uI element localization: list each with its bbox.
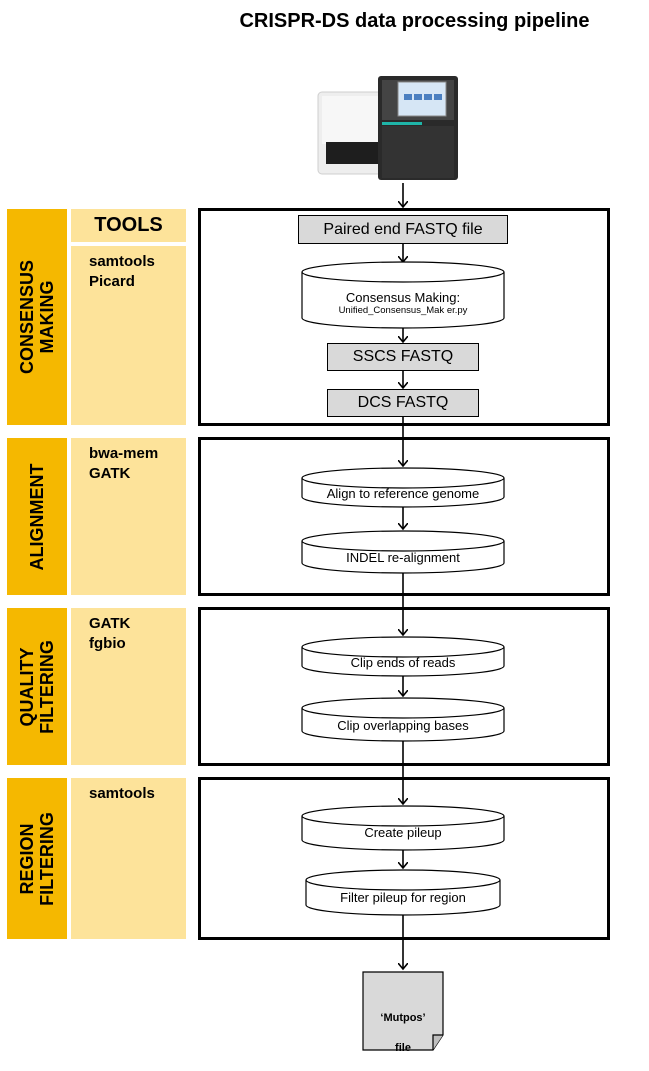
tools-list: GATK fgbio	[89, 615, 131, 652]
tools-header: TOOLS	[71, 209, 186, 242]
stage-region-filtering: REGION FILTERING	[7, 778, 67, 939]
cylinder-align	[301, 467, 505, 508]
output-line-2: file	[395, 1042, 411, 1054]
step-indel-realignment: INDEL re-alignment	[346, 549, 460, 565]
sequencer-image	[316, 70, 460, 185]
stage-tools-quality: GATK fgbio	[71, 608, 186, 765]
step-paired-end-fastq: Paired end FASTQ file	[298, 215, 508, 244]
step-clip-overlap: Clip overlapping bases	[337, 717, 469, 733]
consensus-title: Consensus Making:	[345, 290, 461, 305]
step-consensus-making: Consensus Making: Unified_Consensus_Mak …	[302, 284, 504, 322]
step-sscs-fastq: SSCS FASTQ	[327, 343, 479, 371]
cylinder-clip-overlap	[301, 697, 505, 742]
sequencer-icon	[317, 76, 458, 180]
cylinder-filter-pileup	[305, 869, 501, 916]
tools-list: samtools	[89, 785, 155, 802]
stage-alignment: ALIGNMENT	[7, 438, 67, 595]
cylinder-clip-ends	[301, 636, 505, 677]
cylinder-indel	[301, 530, 505, 574]
stage-box-consensus	[198, 208, 610, 426]
step-align-reference: Align to reference genome	[326, 485, 480, 501]
step-clip-ends: Clip ends of reads	[350, 654, 456, 670]
stage-tools-consensus: samtools Picard	[71, 246, 186, 425]
stage-box-quality	[198, 607, 610, 766]
output-file-label: ‘Mutpos’ file	[363, 996, 443, 1071]
tools-list: bwa-mem GATK	[89, 445, 159, 482]
cylinder-consensus	[301, 261, 505, 329]
tools-list: samtools Picard	[89, 253, 155, 290]
stage-box-alignment	[198, 437, 610, 596]
step-filter-pileup: Filter pileup for region	[340, 889, 466, 905]
stage-tools-region: samtools	[71, 778, 186, 939]
stage-quality-filtering: QUALITY FILTERING	[7, 608, 67, 765]
page-title: CRISPR-DS data processing pipeline	[239, 10, 590, 32]
stage-tools-alignment: bwa-mem GATK	[71, 438, 186, 595]
step-dcs-fastq: DCS FASTQ	[327, 389, 479, 417]
step-create-pileup: Create pileup	[364, 824, 442, 840]
stage-box-region	[198, 777, 610, 940]
cylinder-pileup	[301, 805, 505, 851]
stage-consensus-making: CONSENSUS MAKING	[7, 209, 67, 425]
output-line-1: ‘Mutpos’	[380, 1012, 426, 1024]
consensus-script: Unified_Consensus_Mak er.py	[338, 305, 468, 316]
